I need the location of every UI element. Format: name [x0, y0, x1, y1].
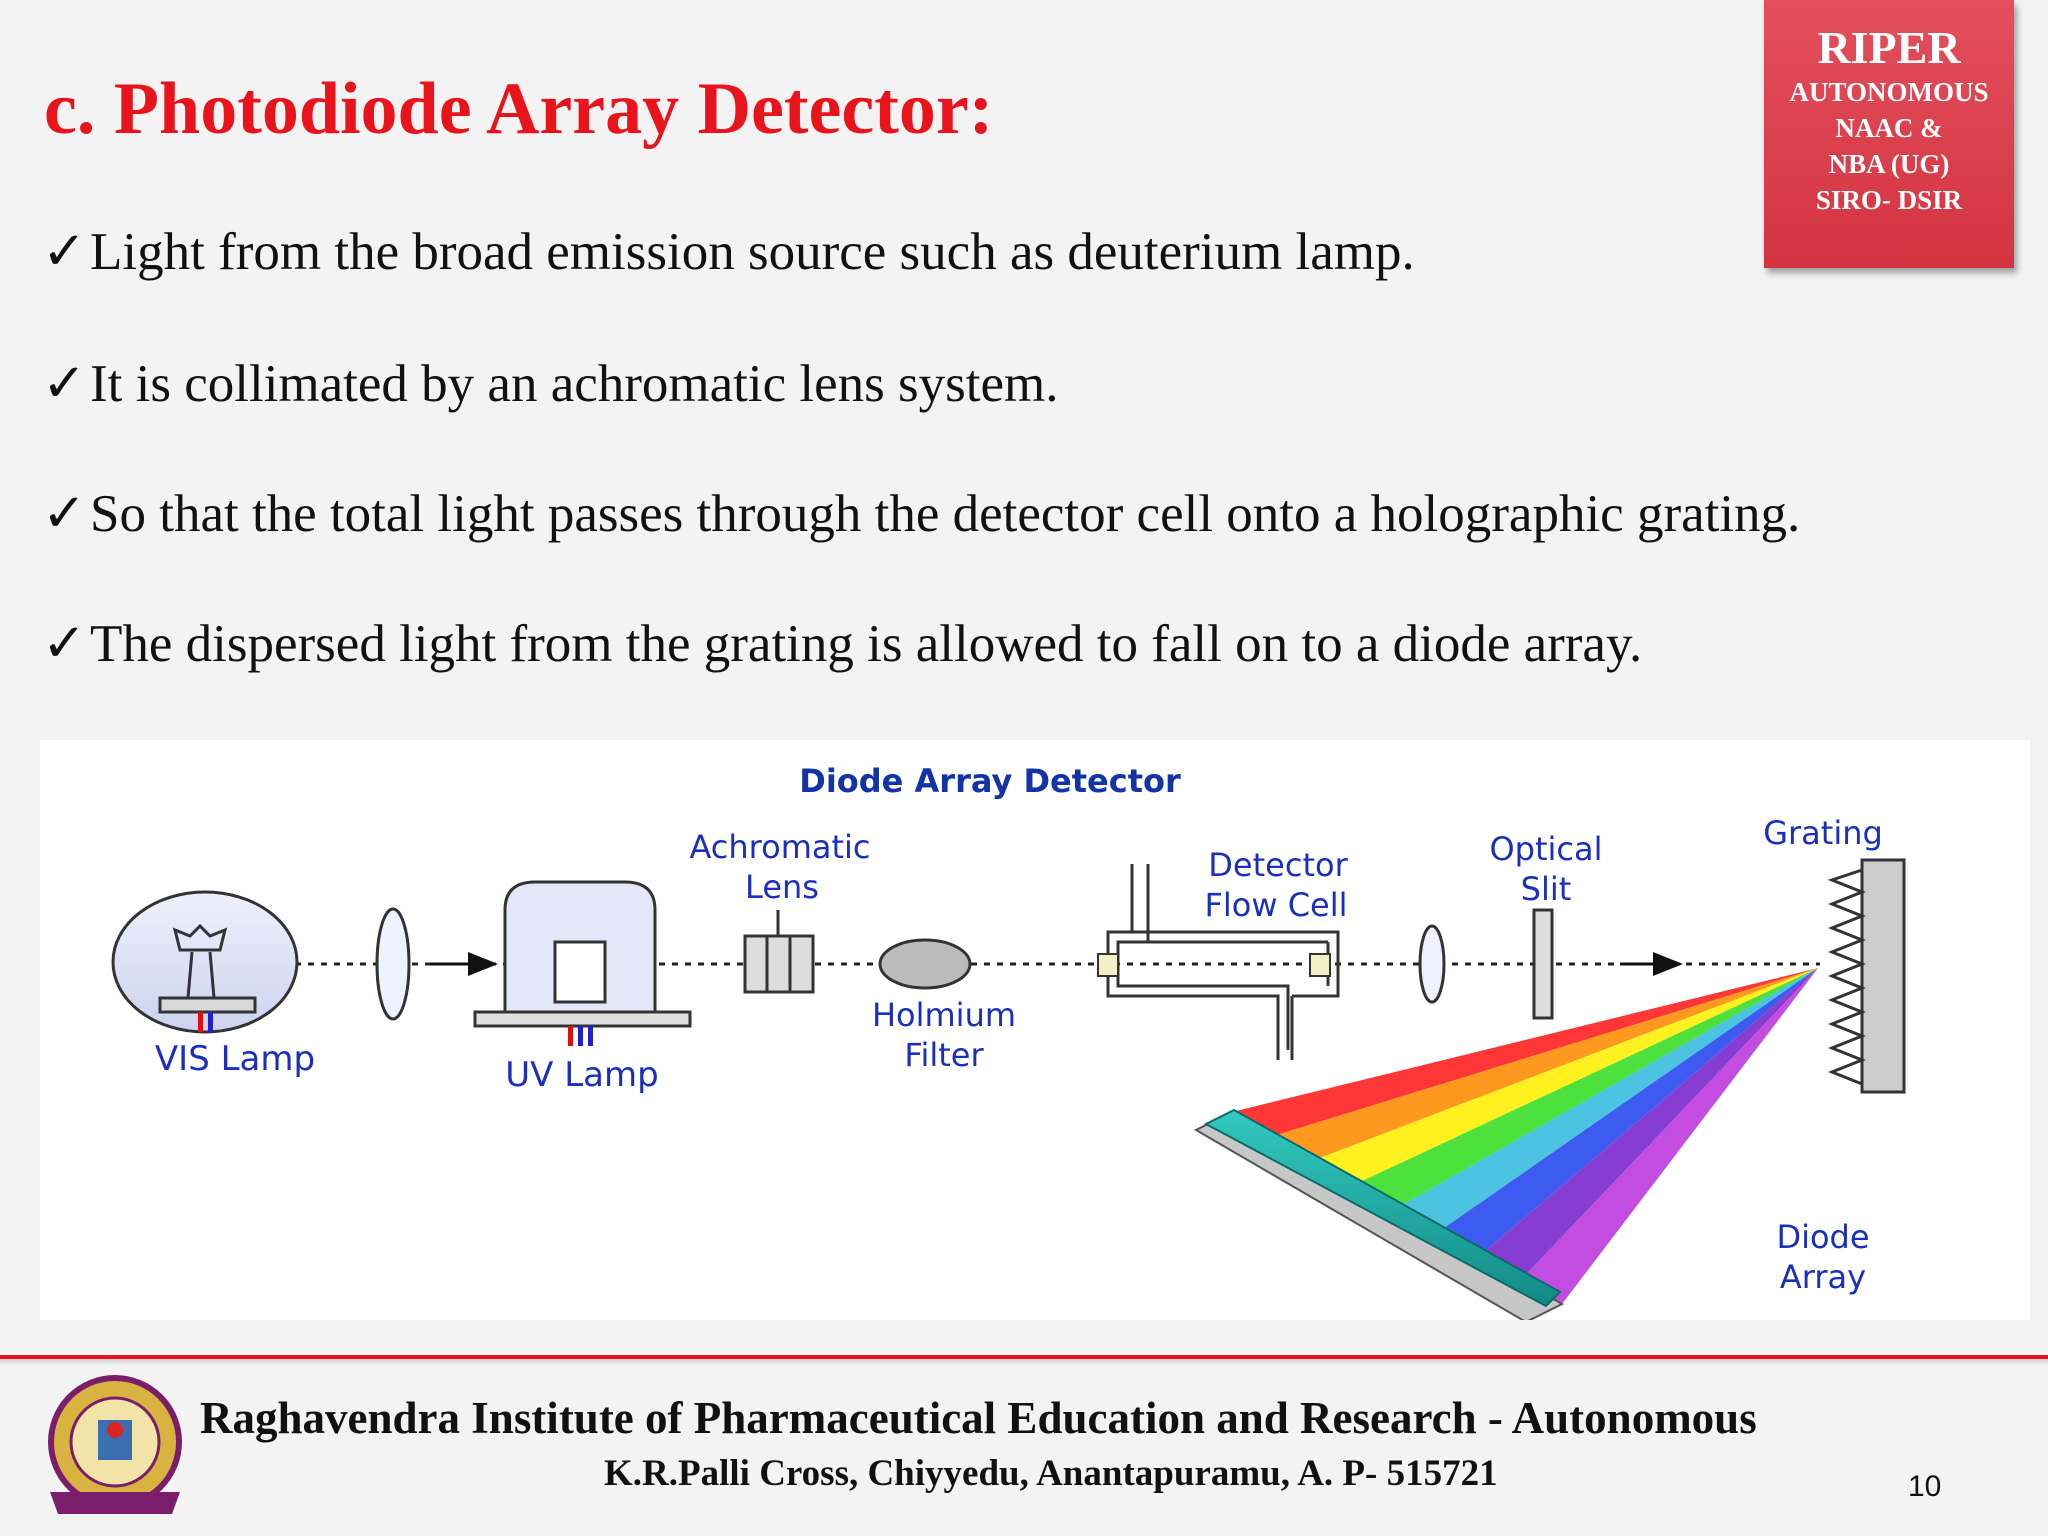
- holmium-filter-label: Holmium: [872, 996, 1016, 1034]
- bullet-text: Light from the broad emission source suc…: [90, 223, 1415, 281]
- holmium-filter-label: Filter: [904, 1036, 984, 1074]
- bullet-text: The dispersed light from the grating is …: [90, 615, 1643, 673]
- spectrum-band: [1520, 968, 1818, 1304]
- vis-lamp-icon: [111, 890, 299, 1034]
- optical-slit-icon: [1532, 908, 1554, 1020]
- bullet-item: ✓The dispersed light from the grating is…: [42, 614, 1642, 674]
- bullet-text: So that the total light passes through t…: [90, 485, 1801, 543]
- checkmark-icon: ✓: [42, 223, 87, 281]
- holmium-filter-icon: [878, 938, 972, 990]
- grating-label: Grating: [1763, 814, 1883, 852]
- achromatic-lens-label: Lens: [745, 868, 819, 906]
- detector-flow-cell-label: Detector: [1208, 846, 1348, 884]
- institute-name: Raghavendra Institute of Pharmaceutical …: [200, 1393, 1757, 1443]
- badge-line: NBA (UG): [1828, 149, 1950, 179]
- focusing-lens-icon: [1418, 924, 1446, 1004]
- diode-array-icon: [1193, 1108, 1565, 1320]
- checkmark-icon: ✓: [42, 485, 87, 543]
- badge-line: SIRO- DSIR: [1815, 185, 1963, 215]
- optical-slit-label: Optical: [1489, 830, 1602, 868]
- accreditation-badge: RIPER AUTONOMOUS NAAC & NBA (UG) SIRO- D…: [1764, 0, 2014, 268]
- dispersed-spectrum: [1232, 968, 1818, 1304]
- badge-line: AUTONOMOUS: [1789, 77, 1989, 107]
- footer-divider: [0, 1355, 2048, 1359]
- slide-title: c. Photodiode Array Detector:: [44, 68, 994, 150]
- spectrum-band: [1397, 968, 1818, 1232]
- optical-slit-label: Slit: [1521, 870, 1572, 908]
- spectrum-band: [1314, 968, 1818, 1184]
- diode-array-diagram: Diode Array Detector VIS Lamp UV Lamp Ac…: [40, 740, 2030, 1320]
- bullet-item: ✓Light from the broad emission source su…: [42, 222, 1415, 282]
- spectrum-band: [1438, 968, 1818, 1256]
- detector-flow-cell-label: Flow Cell: [1204, 886, 1347, 924]
- spectrum-band: [1232, 968, 1818, 1136]
- badge-line: NAAC &: [1835, 113, 1943, 143]
- detector-flow-cell-icon: [1097, 864, 1340, 1060]
- condenser-lens-icon: [375, 907, 411, 1021]
- bullet-text: It is collimated by an achromatic lens s…: [90, 355, 1059, 413]
- diode-array-label: Diode: [1776, 1218, 1869, 1256]
- badge-line: RIPER: [1817, 22, 1961, 73]
- uv-lamp-icon: [473, 880, 692, 1046]
- diagram-title: Diode Array Detector: [799, 762, 1181, 800]
- vis-lamp-label: VIS Lamp: [155, 1039, 315, 1079]
- uv-lamp-label: UV Lamp: [505, 1055, 658, 1095]
- bullet-item: ✓It is collimated by an achromatic lens …: [42, 354, 1058, 414]
- grating-icon: [1827, 858, 1906, 1094]
- spectrum-band: [1273, 968, 1818, 1160]
- checkmark-icon: ✓: [42, 615, 87, 673]
- institute-logo-icon: [48, 1375, 182, 1514]
- spectrum-band: [1479, 968, 1818, 1280]
- footer-divider-shadow: [0, 1359, 2048, 1365]
- institute-address: K.R.Palli Cross, Chiyyedu, Anantapuramu,…: [604, 1453, 1498, 1494]
- achromatic-lens-icon: [743, 910, 815, 994]
- diode-array-label: Array: [1780, 1258, 1866, 1296]
- spectrum-band: [1355, 968, 1818, 1208]
- checkmark-icon: ✓: [42, 355, 87, 413]
- bullet-item: ✓So that the total light passes through …: [42, 484, 1800, 544]
- page-number: 10: [1908, 1470, 1942, 1503]
- achromatic-lens-label: Achromatic: [689, 828, 870, 866]
